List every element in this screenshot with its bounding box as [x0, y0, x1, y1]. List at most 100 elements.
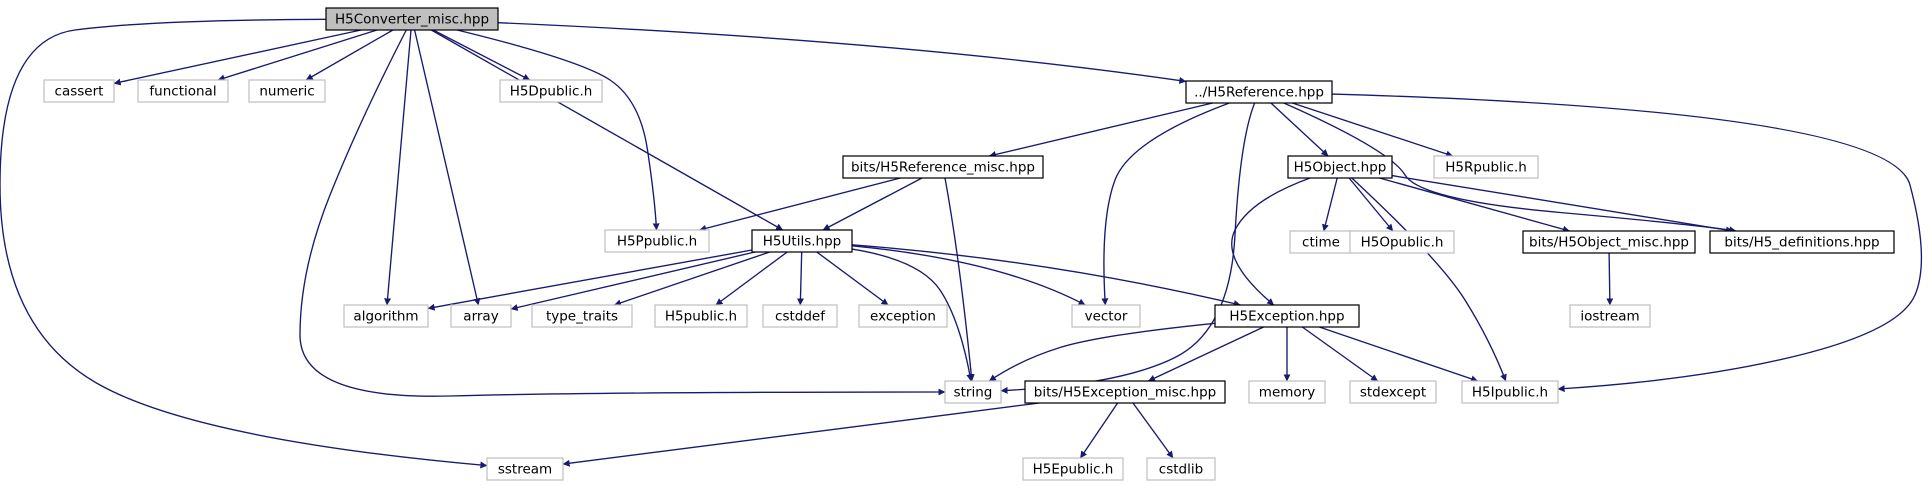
node-box [1349, 230, 1455, 254]
node-h5object_misc[interactable]: bits/H5Object_misc.hpp [1522, 230, 1696, 254]
edge-line [715, 251, 788, 306]
edge-line [1231, 177, 1311, 306]
node-type_traits: type_traits [531, 304, 633, 328]
node-box [450, 304, 512, 328]
node-box[interactable] [751, 229, 853, 253]
node-h5reference_misc[interactable]: bits/H5Reference_misc.hpp [842, 155, 1044, 179]
edge-line [822, 177, 923, 231]
node-box [1349, 380, 1437, 404]
edge-h5utils-to-cstddef [796, 251, 804, 306]
node-h5rpublic: H5Rpublic.h [1433, 155, 1539, 179]
edge-line [988, 102, 1213, 158]
node-box[interactable] [1287, 155, 1393, 179]
edge-h5object-to-h5object_misc [1379, 177, 1570, 233]
node-box [137, 79, 229, 103]
edge-line [562, 402, 1040, 467]
node-label: numeric [259, 84, 314, 100]
edge-h5reference_misc-to-string [944, 177, 975, 382]
edge-h5object-to-h5opublic [1348, 177, 1394, 232]
node-h5dpublic: H5Dpublic.h [499, 79, 603, 103]
edge-line [851, 248, 974, 382]
node-h5ppublic: H5Ppublic.h [604, 229, 710, 253]
edge-root-to-string [299, 29, 946, 397]
edge-line [1322, 177, 1338, 232]
node-box[interactable] [1024, 380, 1226, 404]
node-h5reference[interactable]: ../H5Reference.hpp [1185, 80, 1333, 104]
edge-h5exception_misc-to-cstdlib [1132, 402, 1174, 459]
edge-line [851, 244, 1241, 307]
edge-h5reference-to-h5object [1270, 102, 1329, 157]
node-label: H5public.h [665, 309, 737, 325]
edge-line [1079, 402, 1119, 459]
node-box[interactable] [1214, 304, 1360, 328]
edge-h5object-to-h5_definitions [1391, 174, 1733, 234]
node-label: bits/H5Exception_misc.hpp [1034, 385, 1216, 401]
edge-line [510, 251, 756, 311]
node-box[interactable] [325, 7, 499, 31]
node-box[interactable] [1522, 230, 1696, 254]
node-h5opublic: H5Opublic.h [1349, 230, 1455, 254]
edge-line [988, 322, 1216, 382]
edge-line [1000, 102, 1256, 394]
node-label: H5Exception.hpp [1229, 309, 1344, 325]
node-box [1569, 304, 1651, 328]
edge-line [0, 18, 488, 469]
node-label: functional [149, 84, 216, 100]
node-label: H5Utils.hpp [763, 234, 841, 250]
edge-h5exception-to-h5exception_misc [1148, 326, 1264, 382]
node-exception: exception [858, 304, 948, 328]
edge-root-to-sstream [0, 18, 488, 469]
node-iostream: iostream [1569, 304, 1651, 328]
edge-h5utils-to-exception [816, 251, 889, 306]
edge-h5reference_misc-to-h5ppublic [699, 177, 901, 232]
node-h5utils[interactable]: H5Utils.hpp [751, 229, 853, 253]
edge-root-to-h5dpublic [432, 29, 531, 81]
node-sstream: sstream [486, 457, 564, 481]
edge-h5utils-to-h5exception [851, 244, 1241, 307]
node-numeric: numeric [248, 79, 326, 103]
node-box [43, 79, 115, 103]
edge-line [1301, 326, 1379, 382]
edge-line [1319, 326, 1479, 383]
edge-line [1270, 102, 1329, 157]
node-label: bits/H5Reference_misc.hpp [851, 160, 1035, 176]
node-h5exception_misc[interactable]: bits/H5Exception_misc.hpp [1024, 380, 1226, 404]
node-box [343, 304, 429, 328]
node-box [604, 229, 710, 253]
edge-h5reference-to-vector [1101, 102, 1230, 306]
node-h5epublic: H5Epublic.h [1022, 457, 1124, 481]
edge-h5utils-to-algorithm [427, 249, 753, 311]
node-h5_definitions[interactable]: bits/H5_definitions.hpp [1709, 230, 1895, 254]
edge-h5reference-to-string [1000, 102, 1256, 394]
node-box [1461, 380, 1559, 404]
node-box[interactable] [1185, 80, 1333, 104]
edge-root-to-h5utils [430, 29, 784, 231]
node-label: sstream [498, 462, 552, 478]
node-h5exception[interactable]: H5Exception.hpp [1214, 304, 1360, 328]
edge-h5object-to-ctime [1322, 177, 1338, 232]
edge-h5object_misc-to-iostream [1606, 252, 1614, 306]
node-box [1248, 380, 1326, 404]
edge-line [384, 29, 412, 306]
node-label: stdexcept [1360, 385, 1426, 401]
edge-h5exception_misc-to-h5epublic [1079, 402, 1119, 459]
edge-line [305, 29, 394, 81]
node-h5ipublic: H5Ipublic.h [1461, 380, 1559, 404]
node-box[interactable] [842, 155, 1044, 179]
node-ctime: ctime [1289, 230, 1353, 254]
node-algorithm: algorithm [343, 304, 429, 328]
node-h5object[interactable]: H5Object.hpp [1287, 155, 1393, 179]
edge-h5reference-to-h5_definitions [1283, 102, 1737, 234]
node-box[interactable] [1709, 230, 1895, 254]
edge-root-to-cassert [113, 29, 362, 86]
edge-line [217, 29, 378, 82]
node-box [1433, 155, 1539, 179]
node-root[interactable]: H5Converter_misc.hpp [325, 7, 499, 31]
edge-h5utils-to-h5public [715, 251, 788, 306]
node-box [858, 304, 948, 328]
node-string: string [944, 380, 1002, 404]
node-label: H5Ppublic.h [617, 234, 697, 250]
node-label: cstdlib [1159, 462, 1203, 478]
